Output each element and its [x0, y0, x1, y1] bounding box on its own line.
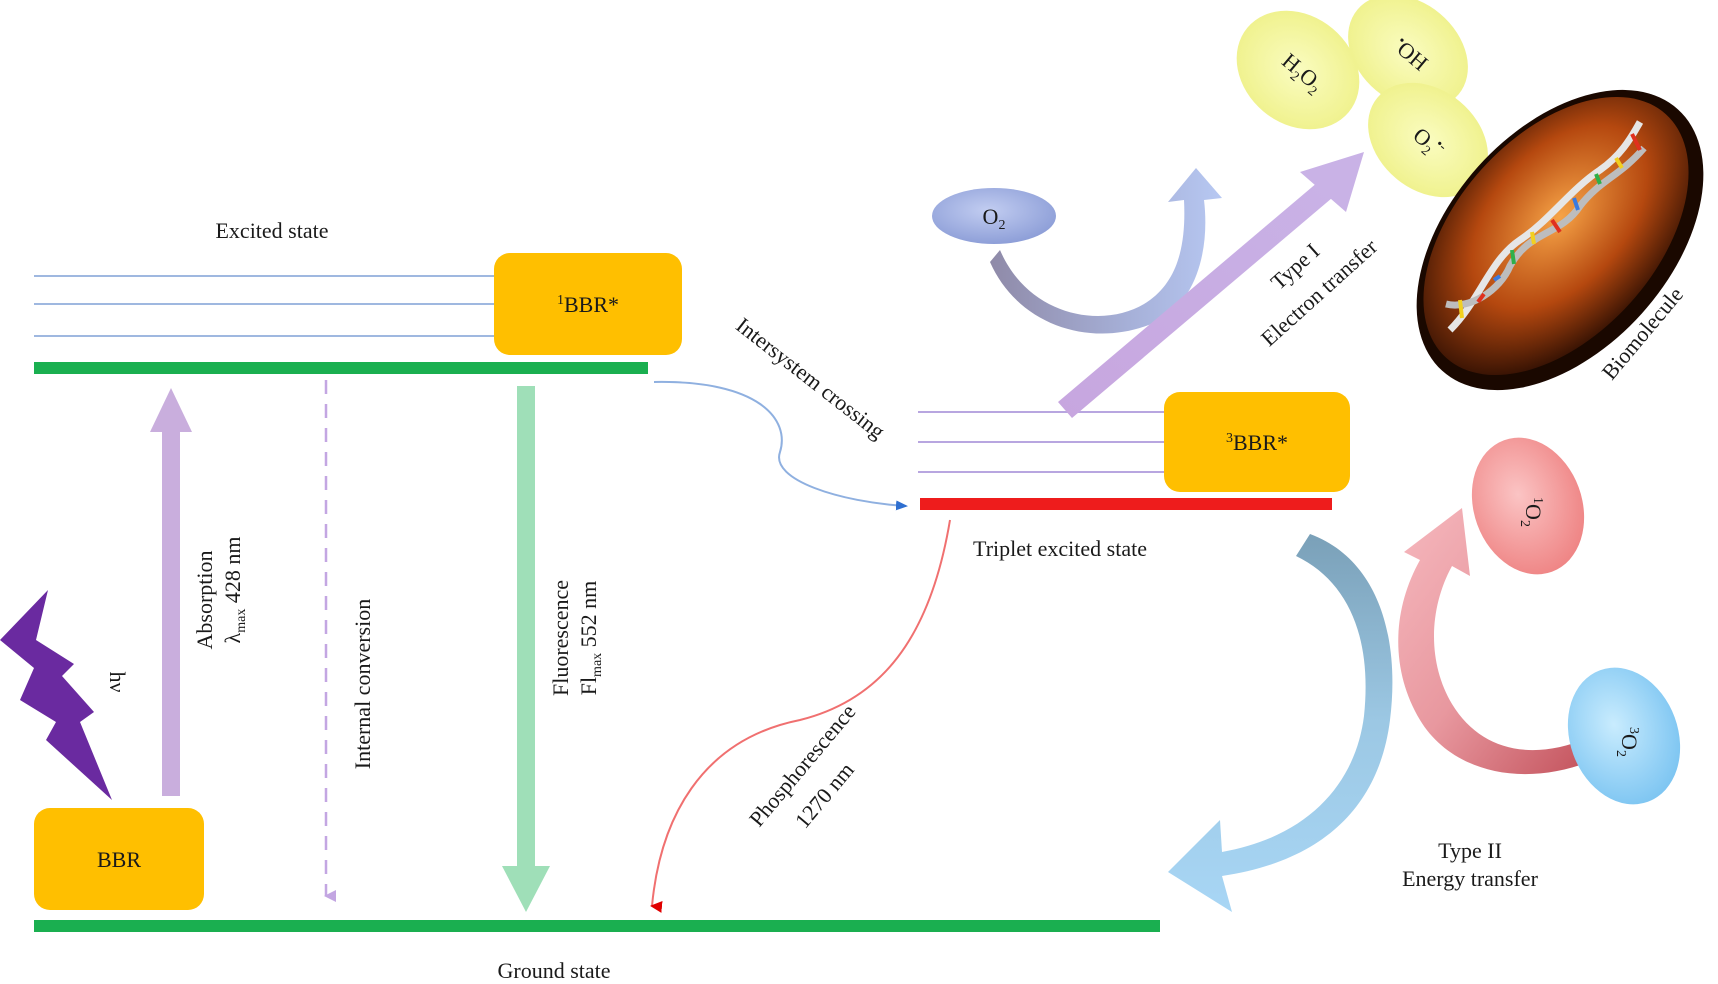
ground-state-level [34, 920, 1160, 932]
type2-label: Type II [1438, 838, 1502, 863]
absorption-lambda-label: λmax 428 nm [220, 537, 249, 644]
energy-transfer-label: Energy transfer [1402, 866, 1538, 891]
triplet-oxygen-molecule: 3O2 [1567, 667, 1681, 805]
triplet-sup: 3 [1226, 431, 1233, 446]
svg-text:3BBR*: 3BBR* [1226, 430, 1288, 455]
internal-conversion-label: Internal conversion [350, 599, 375, 769]
electron-transfer-label: Electron transfer [1256, 233, 1383, 351]
intersystem-crossing-label: Intersystem crossing [731, 312, 889, 443]
hv-label: hν [105, 672, 130, 693]
singlet-oxygen-molecule: 1O2 [1471, 437, 1585, 575]
biomolecule-illustration [1416, 89, 1704, 391]
triplet-bbr-box: 3BBR* [1164, 392, 1350, 492]
singlet-bbr-box: 1BBR* [494, 253, 682, 355]
fluorescence-label: Fluorescence [548, 580, 573, 696]
triplet-excited-level [920, 498, 1332, 510]
bbr-box: BBR [34, 808, 204, 910]
svg-text:O2: O2 [983, 204, 1006, 233]
type2-energy-transfer-arrow [1168, 534, 1393, 912]
oxygen-conversion-arrow [1398, 508, 1594, 775]
excited-state-label: Excited state [215, 218, 328, 243]
triplet-main: BBR* [1233, 430, 1288, 455]
phosphorescence-arrow [650, 519, 951, 913]
lightning-icon [0, 590, 112, 800]
fluorescence-arrow [502, 386, 550, 912]
o2-curved-arrow [990, 168, 1222, 334]
superoxide-molecule: O2•- [1368, 82, 1488, 198]
type1-electron-transfer-arrow [1058, 152, 1364, 418]
ground-state-label: Ground state [497, 958, 610, 983]
singlet-main: BBR* [564, 292, 619, 317]
svg-text:3O2: 3O2 [1613, 727, 1642, 757]
absorption-arrow [150, 388, 192, 796]
intersystem-crossing-arrow [653, 380, 908, 511]
triplet-excited-state-label: Triplet excited state [973, 536, 1147, 561]
dna-helix-icon [1445, 120, 1647, 333]
h2o2-molecule: H2O2 [1236, 10, 1360, 130]
singlet-excited-level [34, 362, 648, 374]
fluorescence-fl-label: Flmax 552 nm [576, 581, 605, 696]
svg-text:BBR: BBR [97, 847, 141, 872]
singlet-sup: 1 [557, 293, 564, 308]
absorption-label: Absorption [192, 551, 217, 650]
o2-molecule: O2 [932, 188, 1056, 244]
hydroxyl-radical-molecule: •OH [1348, 0, 1468, 110]
svg-text:1BBR*: 1BBR* [557, 292, 619, 317]
svg-text:1O2: 1O2 [1517, 497, 1546, 527]
